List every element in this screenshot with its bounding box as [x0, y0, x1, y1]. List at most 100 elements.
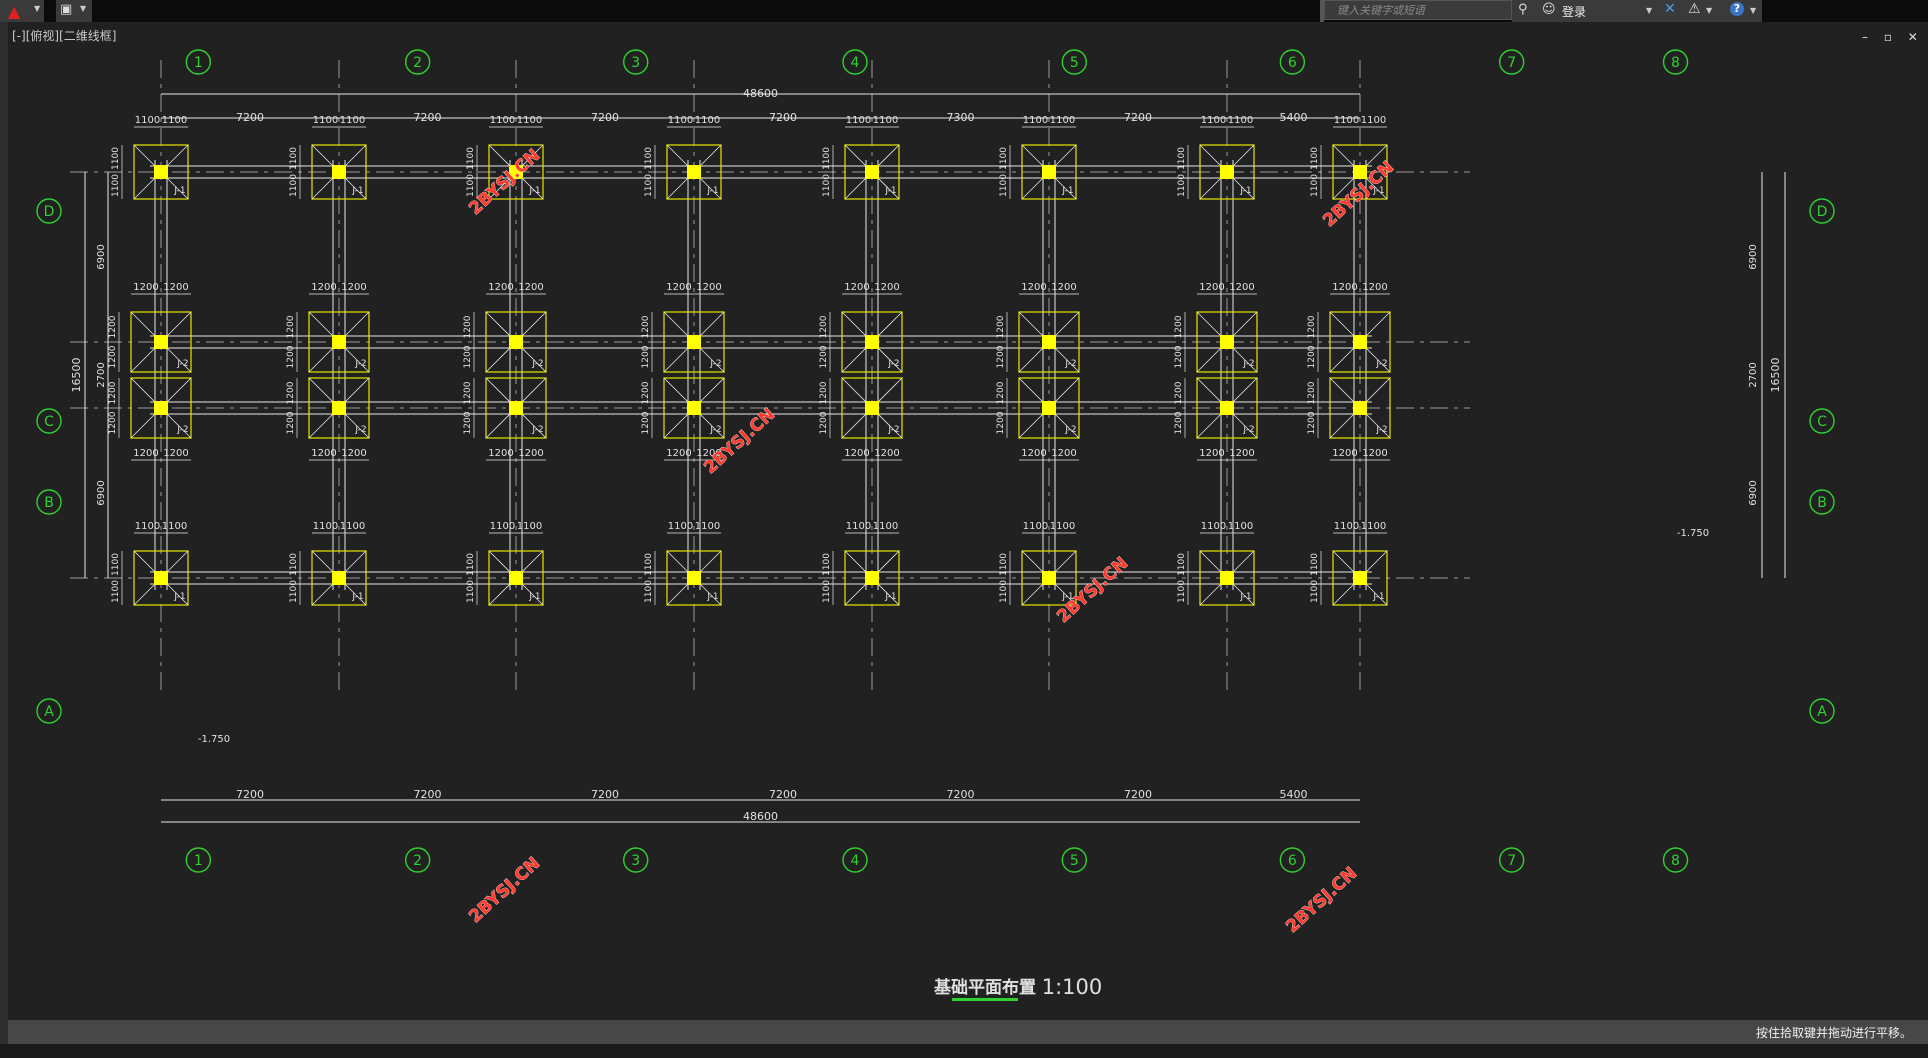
axis-label-column: 2	[413, 55, 422, 71]
axis-bubble	[1498, 847, 1525, 873]
footing-dim-text: 1200	[1021, 448, 1046, 459]
app-menu-button[interactable]: ▲ ▼	[0, 0, 44, 22]
footing-dim-text: 1200	[1174, 381, 1184, 404]
span-dim-text: 6900	[96, 244, 107, 269]
footing-dim-text: 1200	[463, 381, 473, 404]
footing-outline	[1018, 311, 1080, 373]
binoculars-icon[interactable]: ⚲	[1518, 2, 1528, 17]
axis-label-row: B	[44, 495, 54, 511]
drawing-title: 基础平面布置	[933, 977, 1036, 998]
footing-dim-text: 1200	[1229, 282, 1254, 293]
footing-dim-text: 1100	[644, 580, 654, 603]
footing-outline	[666, 550, 722, 606]
footing-dim-text: 1100	[1177, 553, 1187, 576]
footing-dim-text: 1100	[873, 115, 898, 126]
footing-dim-text: 1200	[1332, 282, 1357, 293]
total-width-text: 16500	[1769, 358, 1782, 393]
span-dim-text: 7300	[947, 111, 975, 124]
footing-dim-text: 1100	[490, 115, 515, 126]
footing-dim-text: 1200	[1199, 282, 1224, 293]
footing-dim-text: 1200	[1307, 411, 1317, 434]
footing-dim-text: 1200	[1307, 345, 1317, 368]
footing-dim-text: 1100	[1310, 147, 1320, 170]
footing-tag: J-1	[351, 592, 363, 602]
search-input[interactable]: 键入关键字或短语	[1324, 0, 1512, 20]
axis-bubble	[36, 698, 62, 724]
footing-tag: J-2	[354, 359, 366, 369]
network-icon[interactable]: ⚠	[1688, 1, 1701, 17]
column-block	[1353, 401, 1367, 415]
column-block	[332, 401, 346, 415]
status-message: 按住拾取键并拖动进行平移。	[1755, 1026, 1912, 1040]
footing-outline	[1329, 377, 1391, 439]
footing-tag: J-1	[1239, 186, 1251, 196]
axis-bubble	[1809, 698, 1835, 724]
footing-dim-text: 1100	[668, 115, 693, 126]
axis-bubble	[842, 49, 868, 75]
footing-dim-text: 1200	[1021, 282, 1046, 293]
exchange-icon[interactable]: ✕	[1664, 1, 1676, 17]
column-block	[1220, 571, 1234, 585]
axis-label-column: 8	[1671, 55, 1680, 71]
axis-label-column: 8	[1671, 853, 1680, 869]
footing-tag: J-1	[1061, 186, 1073, 196]
user-icon[interactable]: ☺	[1542, 2, 1556, 17]
footing-dim-text: 1100	[999, 174, 1009, 197]
footing-dim-text: 1200	[518, 448, 543, 459]
footing-dim-text: 1200	[1174, 315, 1184, 338]
chevron-down-icon[interactable]: ▼	[1750, 6, 1757, 15]
footing-dim-text: 1200	[286, 381, 296, 404]
quick-access-toolbar[interactable]: ▣ ▼	[56, 0, 92, 22]
column-block	[332, 165, 346, 179]
footing-dim-text: 1100	[162, 521, 187, 532]
watermark-text: 2BYSJ.CN	[700, 404, 779, 478]
chevron-down-icon[interactable]: ▼	[1706, 6, 1713, 15]
drawing-window-controls[interactable]: – ▫ ✕	[1862, 30, 1924, 44]
axis-label-column: 7	[1507, 853, 1516, 869]
footing-dim-text: 1100	[644, 553, 654, 576]
footing-dim-text: 1100	[517, 521, 542, 532]
axis-bubble	[36, 198, 62, 224]
watermark-text: 2BYSJ.CN	[1053, 553, 1132, 627]
footing-dim-text: 1200	[696, 448, 721, 459]
footing-tag: J-1	[706, 592, 718, 602]
search-expander[interactable]	[1320, 0, 1324, 22]
footing-dim-text: 1200	[819, 345, 829, 368]
chevron-down-icon: ▼	[34, 4, 41, 13]
footing-tag: J-1	[173, 592, 185, 602]
footing-dim-text: 1200	[1332, 448, 1357, 459]
axis-label-column: 5	[1070, 55, 1079, 71]
column-block	[332, 335, 346, 349]
axis-bubble	[36, 408, 62, 434]
footing-dim-text: 1200	[133, 448, 158, 459]
footing-dim-text: 1100	[1177, 147, 1187, 170]
column-block	[1353, 165, 1367, 179]
footing-outline	[488, 550, 544, 606]
chevron-down-icon[interactable]: ▼	[1646, 6, 1653, 15]
span-dim-text: 7200	[947, 788, 975, 801]
axis-label-column: 4	[851, 55, 860, 71]
footing-dim-text: 1200	[844, 282, 869, 293]
axis-label-column: 3	[631, 853, 640, 869]
footing-dim-text: 1100	[822, 580, 832, 603]
footing-tag: J-2	[1064, 359, 1076, 369]
viewport-controls[interactable]: [-][俯视][二维线框]	[12, 29, 117, 43]
footing-dim-text: 1100	[466, 147, 476, 170]
footing-outline	[1332, 550, 1388, 606]
footing-dim-text: 1100	[1023, 115, 1048, 126]
help-icon[interactable]: ?	[1730, 2, 1744, 16]
title-underline	[952, 998, 1018, 1001]
footing-dim-text: 1200	[488, 282, 513, 293]
footing-dim-text: 1200	[1199, 448, 1224, 459]
axis-label-row: C	[1817, 414, 1827, 430]
column-block	[687, 335, 701, 349]
column-block	[1353, 571, 1367, 585]
axis-bubble	[1662, 49, 1689, 75]
left-edge-strip	[0, 22, 8, 1058]
footing-dim-text: 1200	[163, 448, 188, 459]
axis-label-row: B	[1817, 495, 1827, 511]
login-link[interactable]: 登录	[1562, 5, 1587, 19]
total-length-text: 48600	[743, 810, 778, 823]
column-block	[509, 401, 523, 415]
